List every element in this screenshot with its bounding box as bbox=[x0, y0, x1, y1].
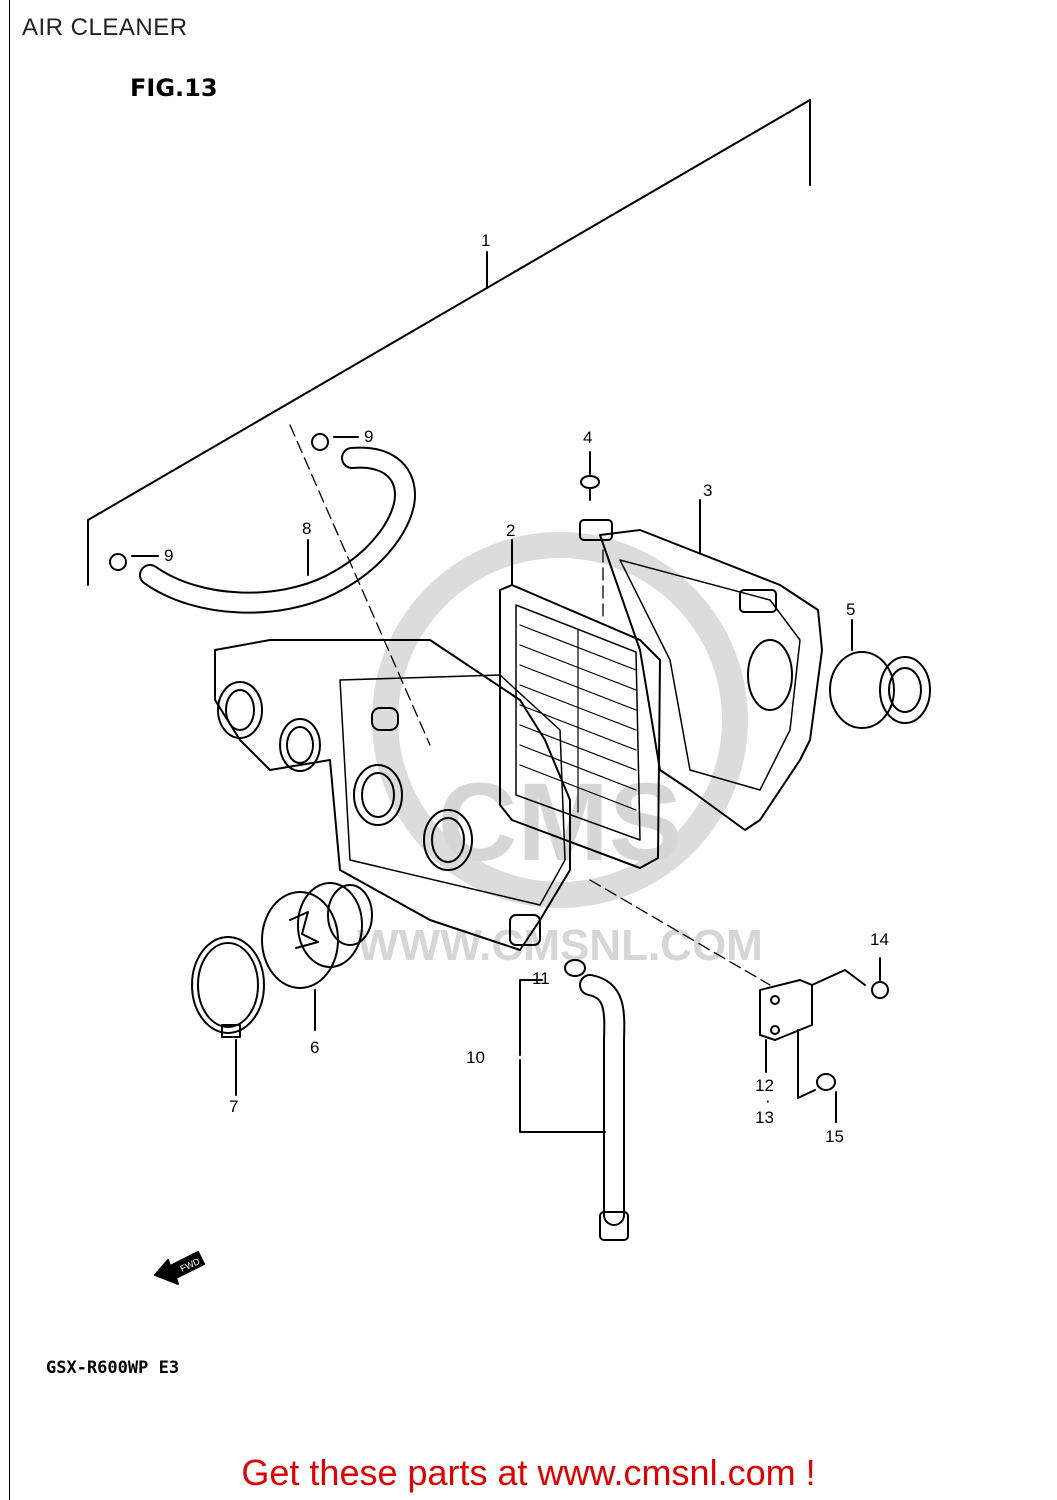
intake-duct-6 bbox=[261, 882, 373, 1031]
model-code: GSX-R600WP E3 bbox=[46, 1358, 180, 1378]
hose-clamp-9a bbox=[311, 433, 359, 451]
callout-separator-dot: · bbox=[765, 1091, 771, 1110]
filter-element-2 bbox=[499, 539, 661, 869]
page-border-line bbox=[9, 0, 10, 1500]
callout-8: 8 bbox=[302, 519, 311, 538]
callout-2: 2 bbox=[506, 521, 515, 540]
callout-3: 3 bbox=[703, 481, 712, 500]
fwd-direction-arrow bbox=[154, 1251, 205, 1285]
callout-7: 7 bbox=[229, 1097, 238, 1116]
callout-10: 10 bbox=[466, 1048, 485, 1067]
footer-link[interactable]: Get these parts at www.cmsnl.com ! bbox=[241, 1452, 816, 1493]
watermark: CMS WWW.CMSNL.COM bbox=[357, 532, 763, 970]
callout-11: 11 bbox=[532, 969, 550, 988]
screw-4 bbox=[580, 451, 600, 501]
callout-5: 5 bbox=[846, 600, 855, 619]
watermark-logo: CMS bbox=[438, 761, 682, 884]
callout-9b: 9 bbox=[164, 546, 173, 565]
bolt-14 bbox=[871, 957, 889, 999]
air-cleaner-cover-3 bbox=[579, 499, 823, 831]
callout-1: 1 bbox=[481, 231, 490, 250]
page-title: AIR CLEANER bbox=[22, 14, 188, 41]
assembly-bracket bbox=[87, 99, 811, 586]
drain-hose-10 bbox=[519, 974, 629, 1241]
callout-14: 14 bbox=[870, 930, 889, 949]
assembly-guide-lines bbox=[289, 424, 771, 986]
callout-15: 15 bbox=[825, 1127, 844, 1146]
bracket-12 bbox=[759, 969, 866, 1099]
bolt-15 bbox=[816, 1073, 837, 1123]
callout-12: 12 bbox=[755, 1076, 774, 1095]
band-clamp-7 bbox=[191, 936, 265, 1096]
watermark-ring bbox=[372, 532, 748, 908]
hose-8 bbox=[139, 446, 416, 614]
drain-clamp-11 bbox=[564, 959, 586, 977]
watermark-url: WWW.CMSNL.COM bbox=[357, 921, 763, 970]
figure-label: FIG.13 bbox=[130, 74, 218, 102]
callout-9a: 9 bbox=[364, 427, 373, 446]
callout-13: 13 bbox=[755, 1108, 774, 1127]
hose-clamp-9b bbox=[109, 553, 159, 571]
intake-cap-5 bbox=[829, 619, 931, 729]
callout-6: 6 bbox=[310, 1038, 319, 1057]
callout-4: 4 bbox=[583, 428, 592, 447]
